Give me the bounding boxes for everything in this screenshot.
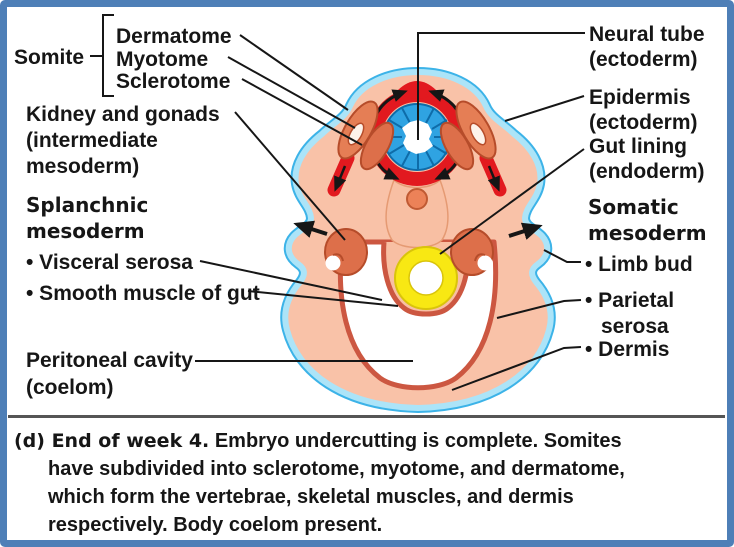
leader-visceral (199, 260, 383, 301)
label-kidney-3: mesoderm) (26, 155, 140, 178)
label-kidney-2: (intermediate (26, 129, 158, 152)
myotome-opening (469, 122, 487, 146)
label-somite: Somite (14, 46, 85, 69)
leader-myotome (227, 56, 356, 129)
notochord (406, 188, 428, 210)
leader-neural (417, 32, 585, 140)
label-epidermis-1: Epidermis (589, 86, 691, 109)
visceral-serosa-rim (381, 241, 471, 317)
leader-limb (543, 249, 581, 263)
label-kidney-1: Kidney and gonads (26, 103, 220, 126)
somite-right (439, 100, 507, 197)
leader-smooth (247, 290, 399, 307)
caption-line-3: which form the vertebrae, skeletal muscl… (48, 486, 574, 508)
fold-arrow-right (508, 222, 543, 240)
caption-line-1-rest: Embryo undercutting is complete. Somites (209, 430, 622, 452)
caption-separator (8, 415, 725, 418)
label-myotome: Myotome (116, 48, 209, 71)
kidney-gonad-right (450, 228, 494, 276)
caption-line-4: respectively. Body coelom present. (48, 514, 383, 536)
fold-arrow-left (293, 220, 328, 238)
label-gut-2: (endoderm) (589, 160, 705, 183)
label-dermatome: Dermatome (116, 25, 232, 48)
label-sclerotome: Sclerotome (116, 70, 231, 93)
label-neural-1: Neural tube (589, 23, 705, 46)
label-visceral-serosa: • Visceral serosa (26, 251, 193, 274)
caption-line-1: (d) End of week 4. Embryo undercutting i… (14, 431, 622, 451)
leader-gut (439, 148, 585, 255)
label-epidermis-2: (ectoderm) (589, 111, 698, 134)
label-splanchnic-1: Splanchnic (26, 193, 149, 217)
leader-dermis (451, 346, 582, 391)
caption-lead: (d) End of week 4. (14, 430, 210, 452)
label-peritoneal-1: Peritoneal cavity (26, 349, 193, 372)
leader-sclerotome (241, 78, 363, 146)
label-dermis: • Dermis (585, 338, 670, 361)
label-somatic-1: Somatic (588, 195, 679, 219)
label-smooth-muscle: • Smooth muscle of gut (26, 282, 260, 305)
label-neural-2: (ectoderm) (589, 48, 698, 71)
label-parietal-1: • Parietal (585, 289, 675, 312)
leader-kidney (234, 111, 346, 241)
label-parietal-2: serosa (601, 315, 669, 338)
label-splanchnic-2: mesoderm (26, 219, 145, 243)
label-gut-1: Gut lining (589, 135, 687, 158)
label-peritoneal-2: (coelom) (26, 376, 114, 399)
leader-dermatome (239, 34, 349, 111)
kidney-gonad-left (324, 228, 368, 276)
leader-epidermis (504, 95, 585, 122)
label-somatic-2: mesoderm (588, 221, 707, 245)
somite-left (327, 100, 395, 197)
gut-lumen (408, 260, 444, 296)
label-limb-bud: • Limb bud (585, 253, 693, 276)
somite-bracket (90, 14, 114, 97)
leader-lines (90, 14, 585, 391)
leader-parietal (496, 299, 582, 319)
pedestal (385, 178, 449, 249)
caption-line-2: have subdivided into sclerotome, myotome… (48, 458, 625, 480)
